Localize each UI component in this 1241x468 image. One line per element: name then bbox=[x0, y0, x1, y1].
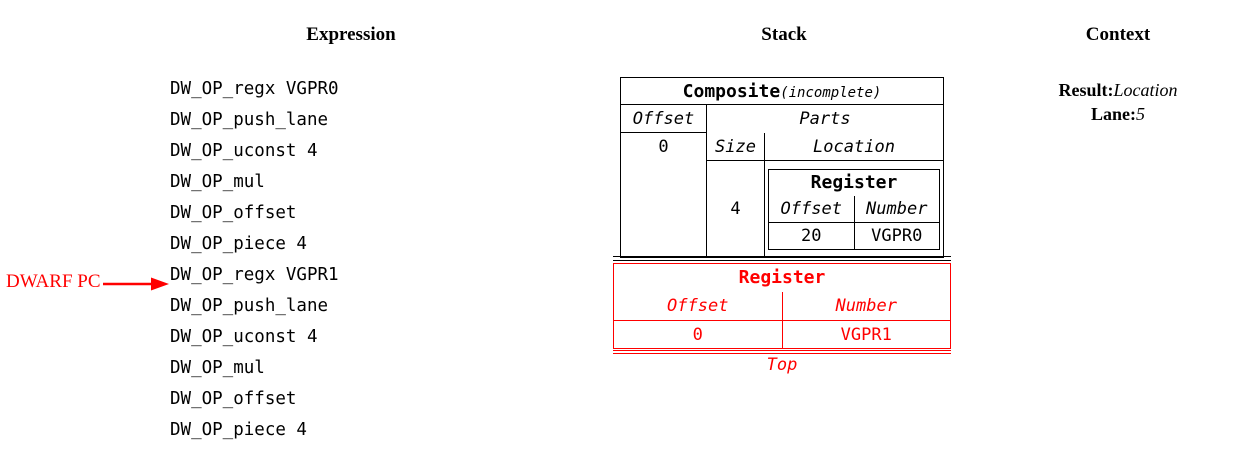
top-stack-entry: Register Offset Number 0 VGPR1 bbox=[613, 263, 951, 349]
expression-line: DW_OP_piece 4 bbox=[170, 234, 307, 254]
expression-line: DW_OP_mul bbox=[170, 172, 265, 192]
expression-line: DW_OP_push_lane bbox=[170, 296, 329, 316]
context-block: Result:Location Lane:5 bbox=[1018, 78, 1218, 126]
composite-offset-header: Offset bbox=[621, 105, 706, 133]
composite-parts-header: Parts bbox=[799, 109, 851, 129]
expression-line: DW_OP_regx VGPR0 bbox=[170, 79, 339, 99]
context-lane-row: Lane:5 bbox=[1018, 102, 1218, 126]
expression-listing: DW_OP_regx VGPR0 DW_OP_push_lane DW_OP_u… bbox=[170, 74, 339, 446]
arrow-right-icon bbox=[103, 275, 171, 298]
nested-register-offset-header: Offset bbox=[769, 195, 855, 222]
composite-size-value-text: 4 bbox=[730, 199, 741, 219]
nested-register-number-header: Number bbox=[866, 198, 928, 219]
nested-register-title: Register bbox=[810, 171, 898, 193]
composite-parts-subheader-row: Size Location bbox=[707, 133, 943, 161]
stack-top-rule bbox=[613, 350, 951, 354]
composite-location-value: Register Offset Number 20 VGPR0 bbox=[765, 161, 943, 257]
expression-line: DW_OP_push_lane bbox=[170, 110, 329, 130]
context-lane-key: Lane: bbox=[1091, 104, 1136, 124]
expression-line: DW_OP_offset bbox=[170, 203, 297, 223]
expression-line: DW_OP_mul bbox=[170, 358, 265, 378]
column-header-expression: Expression bbox=[306, 24, 396, 45]
expression-line: DW_OP_piece 4 bbox=[170, 420, 307, 440]
composite-title-main: Composite bbox=[682, 81, 781, 102]
top-register-offset-value: 0 bbox=[614, 321, 783, 349]
top-register-offset-header: Offset bbox=[614, 292, 783, 320]
composite-parts-column: Parts Size Location 4 Register Offset Nu… bbox=[707, 105, 943, 257]
top-register-title: Register bbox=[738, 267, 826, 288]
composite-location-header: Location bbox=[765, 133, 943, 161]
nested-register-offset-value: 20 bbox=[769, 222, 855, 249]
context-lane-value: 5 bbox=[1136, 104, 1145, 124]
nested-register-number-value: VGPR0 bbox=[871, 225, 923, 246]
expression-line: DW_OP_uconst 4 bbox=[170, 141, 318, 161]
context-result-key: Result: bbox=[1058, 80, 1114, 100]
top-register-number-header: Number bbox=[835, 296, 897, 316]
composite-size-value: 4 bbox=[707, 161, 765, 257]
expression-line: DW_OP_regx VGPR1 bbox=[170, 265, 339, 285]
composite-title: Composite(incomplete) bbox=[621, 78, 943, 105]
expression-line: DW_OP_offset bbox=[170, 389, 297, 409]
column-header-stack: Stack bbox=[761, 24, 807, 45]
top-register-value-row: 0 VGPR1 bbox=[614, 320, 950, 349]
stack-top-label: Top bbox=[766, 355, 798, 375]
dwarf-pc-marker: DWARF PC bbox=[6, 271, 170, 297]
top-register-number-value: VGPR1 bbox=[840, 325, 892, 345]
context-result-row: Result:Location bbox=[1018, 78, 1218, 102]
nested-register-header-row: Offset Number bbox=[769, 195, 939, 222]
composite-offset-column: Offset 0 bbox=[621, 105, 707, 257]
composite-size-header: Size bbox=[707, 133, 765, 161]
dwarf-pc-label: DWARF PC bbox=[6, 271, 101, 292]
composite-stack-entry: Composite(incomplete) Offset 0 Parts Siz… bbox=[620, 77, 944, 258]
stack-separator-rule bbox=[613, 256, 951, 261]
top-register-header-row: Offset Number bbox=[614, 292, 950, 320]
expression-line: DW_OP_uconst 4 bbox=[170, 327, 318, 347]
nested-register-entry: Register Offset Number 20 VGPR0 bbox=[768, 168, 940, 250]
composite-title-suffix: (incomplete) bbox=[780, 85, 882, 101]
context-result-value: Location bbox=[1113, 80, 1178, 100]
nested-register-value-row: 20 VGPR0 bbox=[769, 221, 939, 249]
column-header-context: Context bbox=[1085, 24, 1151, 45]
composite-offset-value: 0 bbox=[658, 137, 669, 157]
